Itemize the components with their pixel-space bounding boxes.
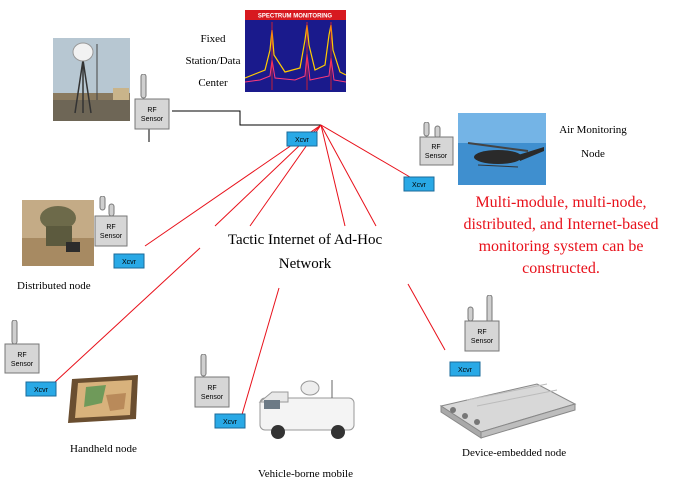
air-rf-sensor: RF Sensor bbox=[419, 122, 454, 166]
svg-text:Xcvr: Xcvr bbox=[122, 259, 137, 266]
fixed-sensor-label: Sensor bbox=[141, 116, 164, 123]
system-note: Multi-module, multi-node, distributed, a… bbox=[463, 194, 659, 277]
svg-text:RF: RF bbox=[207, 385, 216, 392]
vehicle-van-photo bbox=[258, 380, 355, 439]
svg-text:Sensor: Sensor bbox=[201, 394, 224, 401]
svg-text:Xcvr: Xcvr bbox=[223, 419, 238, 426]
distributed-photo bbox=[22, 200, 94, 266]
link-center bbox=[320, 124, 377, 227]
svg-text:RF: RF bbox=[477, 329, 486, 336]
link-handheld bbox=[54, 247, 201, 383]
hub-xcvr-label: Xcvr bbox=[295, 137, 310, 144]
link-device bbox=[407, 283, 446, 351]
svg-text:Xcvr: Xcvr bbox=[458, 367, 473, 374]
svg-text:Xcvr: Xcvr bbox=[412, 182, 427, 189]
spectrum-title: SPECTRUM MONITORING bbox=[258, 14, 333, 20]
distributed-xcvr: Xcvr bbox=[113, 253, 145, 269]
svg-text:RF: RF bbox=[431, 144, 440, 151]
device-rf-sensor: RF Sensor bbox=[464, 295, 500, 352]
handheld-tablet-photo bbox=[68, 375, 138, 423]
link-center-2 bbox=[320, 124, 346, 227]
network-label: Tactic Internet of Ad-Hoc Network bbox=[227, 232, 383, 272]
svg-text:Sensor: Sensor bbox=[425, 153, 448, 160]
fixed-station-label: Fixed Station/Data Center bbox=[185, 33, 241, 89]
device-module-photo bbox=[439, 383, 577, 439]
handheld-xcvr: Xcvr bbox=[25, 381, 57, 397]
distributed-rf-sensor: RF Sensor bbox=[94, 196, 128, 247]
vehicle-rf-sensor: RF Sensor bbox=[194, 354, 230, 408]
hub-xcvr: Xcvr bbox=[286, 131, 318, 147]
svg-text:Xcvr: Xcvr bbox=[34, 387, 49, 394]
distributed-label: Distributed node bbox=[17, 280, 91, 292]
helicopter-photo bbox=[458, 113, 546, 185]
fixed-rf-sensor: RF Sensor bbox=[134, 74, 170, 130]
svg-text:RF: RF bbox=[106, 224, 115, 231]
svg-text:Sensor: Sensor bbox=[471, 338, 494, 345]
svg-text:RF: RF bbox=[17, 352, 26, 359]
handheld-label: Handheld node bbox=[70, 443, 137, 455]
device-xcvr: Xcvr bbox=[449, 361, 481, 377]
fixed-sensor-rf: RF bbox=[147, 107, 156, 114]
air-monitoring-label: Air Monitoring Node bbox=[559, 124, 627, 160]
vehicle-label: Vehicle-borne mobile bbox=[258, 468, 353, 480]
fixed-station-photo bbox=[53, 38, 130, 121]
link-vehicle bbox=[240, 287, 280, 419]
spectrum-monitor-screen: SPECTRUM MONITORING bbox=[245, 10, 346, 92]
device-label: Device-embedded node bbox=[462, 447, 567, 459]
link-air bbox=[320, 124, 416, 181]
vehicle-xcvr: Xcvr bbox=[214, 413, 246, 429]
air-xcvr: Xcvr bbox=[403, 176, 435, 192]
svg-text:Sensor: Sensor bbox=[11, 361, 34, 368]
handheld-rf-sensor: RF Sensor bbox=[4, 320, 40, 374]
svg-text:Sensor: Sensor bbox=[100, 233, 123, 240]
fixed-wire bbox=[172, 110, 321, 126]
